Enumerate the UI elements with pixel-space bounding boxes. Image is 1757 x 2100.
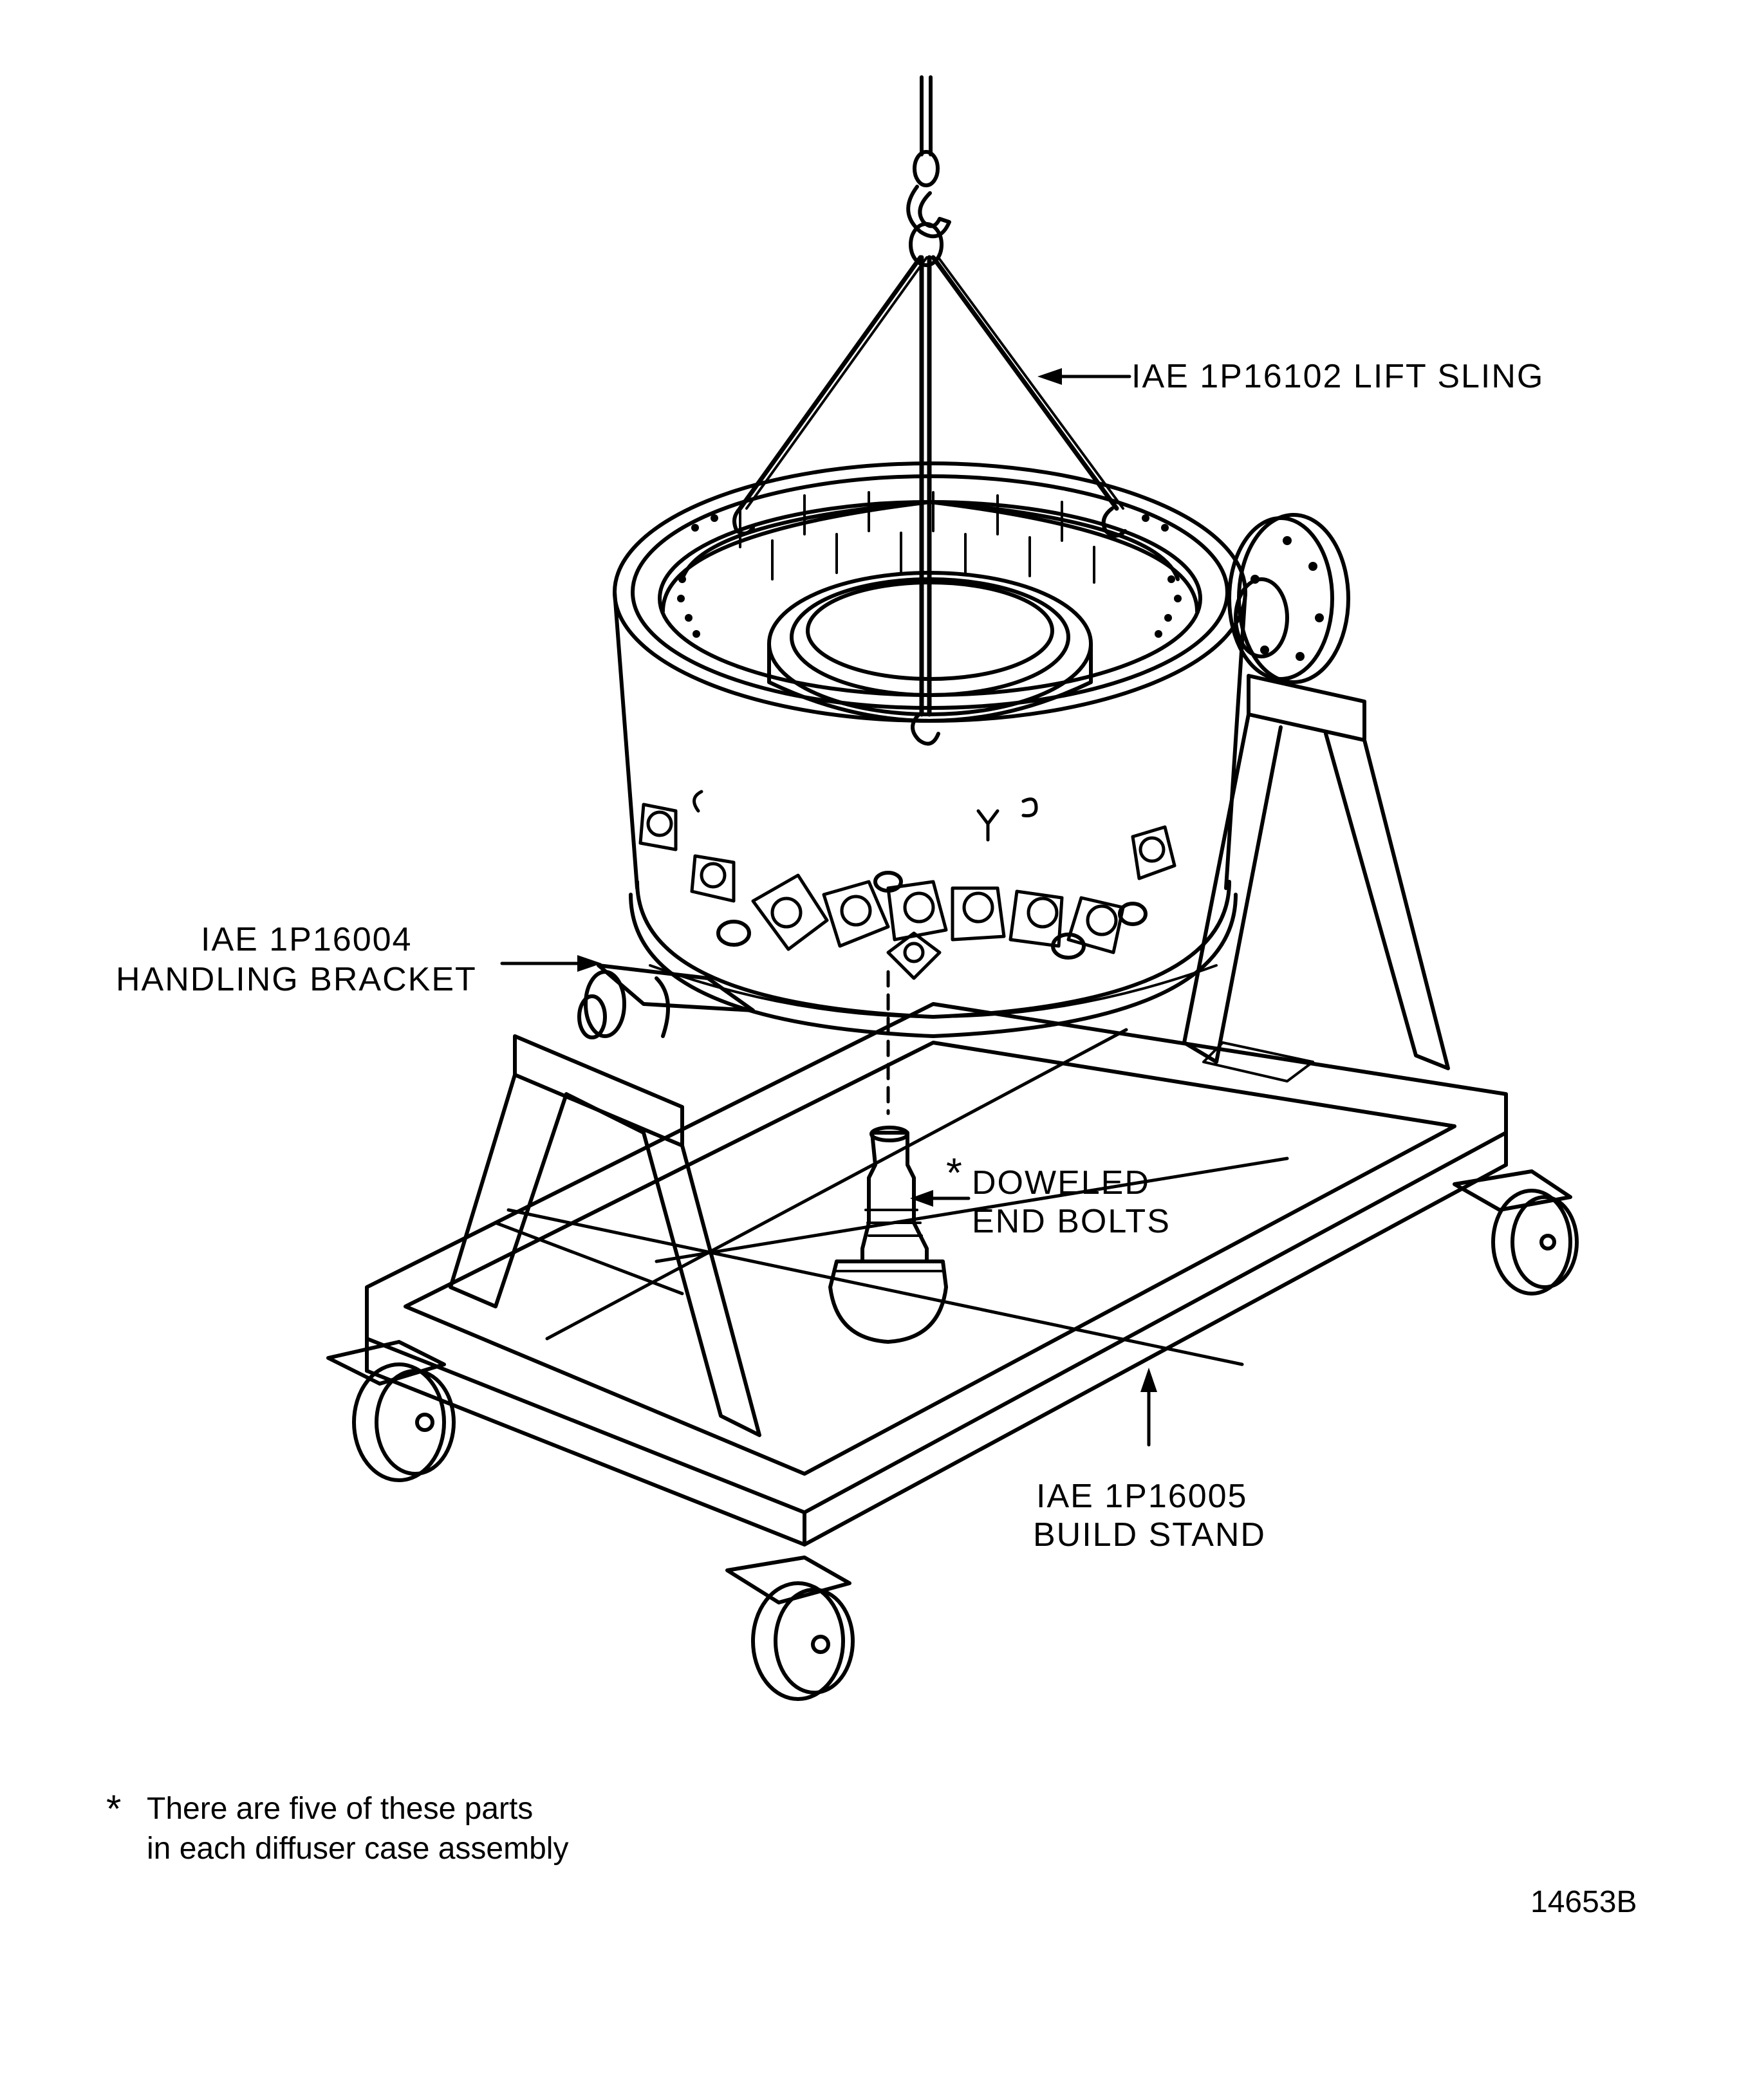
footnote-line1: There are five of these parts (147, 1792, 534, 1826)
build-stand (365, 674, 1508, 1547)
lift-hook-icon (906, 150, 951, 267)
leader-lift-sling (1037, 368, 1131, 385)
caster-wheel-icon (326, 1340, 456, 1482)
label-handling-bracket-line2: HANDLING BRACKET (116, 961, 477, 998)
figure-number: 14653B (1530, 1885, 1637, 1919)
leader-handling-bracket (500, 955, 602, 972)
leader-build-stand (1140, 1368, 1157, 1447)
label-build-stand-line1: IAE 1P16005 (1036, 1478, 1248, 1515)
caster-wheel-icon (725, 1556, 855, 1701)
label-handling-bracket-line1: IAE 1P16004 (201, 921, 413, 958)
footnote-marker: * (106, 1787, 122, 1830)
doweled-bolt-icon (828, 1126, 948, 1344)
label-lift-sling: IAE 1P16102 LIFT SLING (1131, 358, 1545, 395)
caster-wheel-icon (1453, 1169, 1579, 1296)
label-doweled-line1: DOWELED (972, 1164, 1150, 1202)
footnote-line2: in each diffuser case assembly (147, 1832, 569, 1866)
rotation-flange (1227, 513, 1350, 684)
label-doweled-asterisk: * (946, 1149, 963, 1196)
label-doweled-line2: END BOLTS (972, 1203, 1171, 1240)
leader-doweled-bolts (910, 1190, 971, 1207)
handling-bracket (577, 963, 755, 1039)
label-build-stand-line2: BUILD STAND (1033, 1516, 1266, 1554)
diffuser-case (613, 461, 1247, 1038)
